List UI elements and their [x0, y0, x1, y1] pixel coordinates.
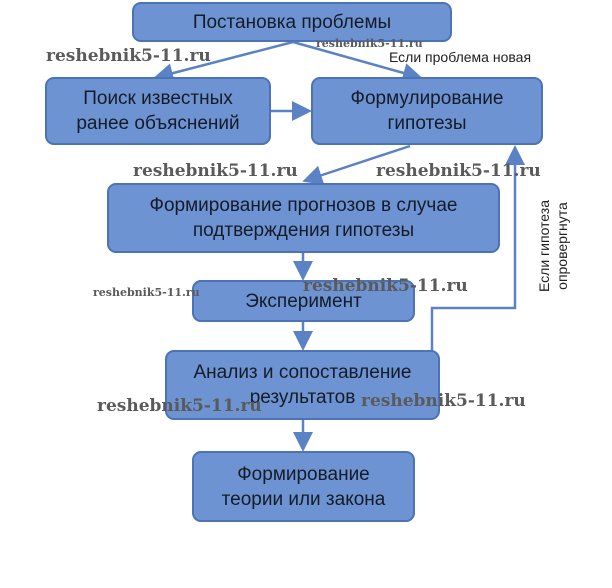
arrow-feedback-to-hypothesis	[430, 145, 525, 352]
analysis-box: Анализ и сопоставление результатов	[165, 350, 440, 420]
problem-label: Постановка проблемы	[192, 11, 392, 33]
hypothesis-refuted-line-2: опровергнута	[554, 202, 570, 290]
new-problem-label: Если проблема новая	[389, 49, 532, 65]
watermark-6: reshebnik5-11.ru	[303, 276, 468, 296]
watermark-1: reshebnik5-11.ru	[46, 46, 211, 66]
theory-label-line-1: Формирование	[237, 463, 370, 485]
hypothesis-refuted-line-1: Если гипотеза	[536, 200, 552, 292]
experiment-box: Эксперимент	[192, 280, 415, 322]
arrow-problem-to-hypothesis	[292, 40, 423, 83]
hypothesis-box: Формулирование гипотезы	[311, 77, 543, 145]
forecast-box: Формирование прогнозов в случае подтверж…	[107, 183, 500, 253]
watermark-4: reshebnik5-11.ru	[376, 161, 541, 181]
analysis-label-line-2: результатов	[249, 387, 356, 408]
search-box: Поиск известных ранее объяснений	[45, 77, 271, 145]
problem-box: Постановка проблемы	[132, 2, 452, 42]
watermark-5: reshebnik5-11.ru	[93, 286, 200, 299]
watermark-3: reshebnik5-11.ru	[133, 161, 298, 181]
arrow-problem-to-search	[153, 40, 294, 83]
hypothesis-refuted-label: Если гипотеза опровергнута	[535, 200, 571, 292]
watermark-8: reshebnik5-11.ru	[361, 391, 526, 411]
analysis-label-line-1: Анализ и сопоставление	[193, 362, 412, 383]
forecast-label-line-1: Формирование прогнозов в случае	[149, 195, 458, 216]
forecast-label-line-2: подтверждения гипотезы	[192, 220, 415, 241]
watermark-2: reshebnik5-11.ru	[316, 37, 423, 50]
hypothesis-label-line-2: гипотезы	[387, 113, 467, 134]
watermark-7: reshebnik5-11.ru	[97, 396, 262, 416]
theory-box: Формирование теории или закона	[192, 451, 415, 522]
arrow-hypothesis-to-forecast	[302, 144, 411, 185]
hypothesis-label-line-1: Формулирование	[350, 88, 504, 109]
theory-label-line-2: теории или закона	[221, 488, 386, 510]
search-label-line-2: ранее объяснений	[76, 113, 240, 134]
search-label-line-1: Поиск известных	[83, 88, 233, 109]
experiment-label: Эксперимент	[245, 290, 362, 312]
